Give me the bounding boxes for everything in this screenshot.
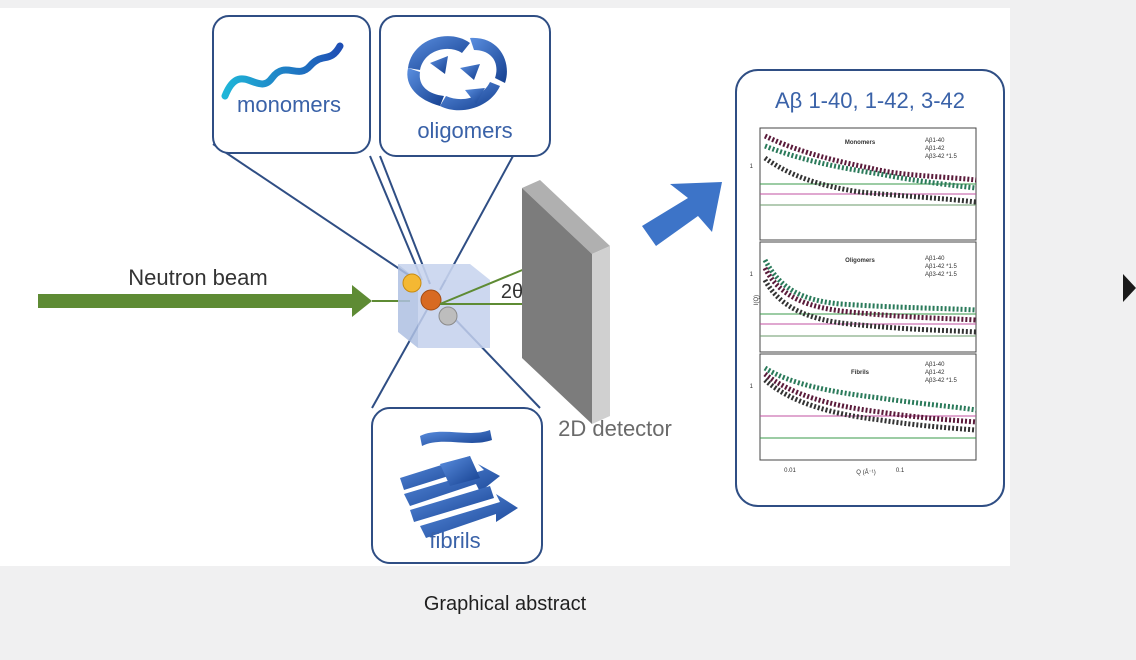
results-y-tick-1: 1	[750, 272, 754, 278]
sample-cuvette	[398, 264, 490, 348]
figure-caption: Graphical abstract	[423, 593, 587, 615]
subplot-monomers: Monomers Aβ1-40 Aβ1-42 Aβ3-42 *1.5	[760, 133, 977, 206]
figure-drawing: monomers oligomers fibrils	[38, 15, 1005, 564]
sample-orange-dot	[420, 289, 442, 311]
results-x-tick-0: 0.01	[784, 468, 796, 474]
subplot-monomers-legend-1: Aβ1-42	[925, 146, 945, 152]
scattering-angle: 2θ	[439, 265, 533, 305]
detector-label: 2D detector	[558, 416, 672, 441]
results-y-tick-2: 1	[750, 384, 754, 390]
subplot-monomers-legend-2: Aβ3-42 *1.5	[925, 154, 957, 160]
angle-label: 2θ	[501, 281, 523, 303]
subplot-oligomers-title: Oligomers	[845, 258, 875, 264]
results-y-tick-0: 1	[750, 164, 754, 170]
subplot-monomers-legend-0: Aβ1-40	[925, 138, 945, 144]
oligomers-panel: oligomers	[379, 15, 551, 157]
monomers-panel: monomers	[212, 15, 371, 154]
connector-lines	[212, 143, 541, 409]
subplot-monomers-title: Monomers	[845, 140, 876, 146]
arrow-right-icon	[642, 182, 722, 246]
results-x-axis-label: Q (Å⁻¹)	[856, 469, 876, 476]
subplot-oligomers-legend-2: Aβ3-42 *1.5	[925, 272, 957, 278]
neutron-beam-label: Neutron beam	[128, 265, 267, 290]
results-y-axis-label: I(Q)	[754, 295, 760, 305]
subplot-fibrils-title: Fibrils	[851, 370, 870, 376]
neutron-beam: Neutron beam	[38, 265, 410, 317]
subplot-oligomers-legend-1: Aβ1-42 *1.5	[925, 264, 957, 270]
triangle-right-icon	[1123, 274, 1136, 302]
subplot-fibrils-legend-2: Aβ3-42 *1.5	[925, 378, 957, 384]
subplot-oligomers-legend-0: Aβ1-40	[925, 256, 945, 262]
monomer-ribbon-icon	[221, 42, 344, 100]
fibril-ribbon-icon	[400, 430, 518, 538]
oligomers-label: oligomers	[417, 118, 512, 143]
sample-yellow-dot	[402, 273, 422, 293]
detector: 2D detector	[522, 180, 672, 441]
fibrils-panel: fibrils	[371, 407, 543, 564]
graphical-abstract-figure: monomers oligomers fibrils	[0, 8, 1010, 566]
subplot-fibrils-legend-1: Aβ1-42	[925, 370, 945, 376]
results-title: Aβ 1-40, 1-42, 3-42	[775, 88, 965, 113]
oligomer-ribbon-icon	[407, 36, 507, 111]
fibrils-label: fibrils	[429, 528, 480, 553]
results-x-tick-1: 0.1	[896, 468, 905, 474]
sample-grey-dot	[438, 306, 458, 326]
subplot-oligomers: Oligomers Aβ1-40 Aβ1-42 *1.5 Aβ3-42 *1.5	[760, 256, 977, 337]
subplot-fibrils-legend-0: Aβ1-40	[925, 362, 945, 368]
results-panel: Aβ 1-40, 1-42, 3-42 I(Q) Q (Å⁻¹) 0.01 0.…	[735, 69, 1005, 507]
monomers-label: monomers	[237, 92, 341, 117]
subplot-fibrils: Fibrils Aβ1-40 Aβ1-42 Aβ3-42 *1.5	[760, 362, 977, 439]
next-figure-button[interactable]	[1120, 268, 1136, 308]
